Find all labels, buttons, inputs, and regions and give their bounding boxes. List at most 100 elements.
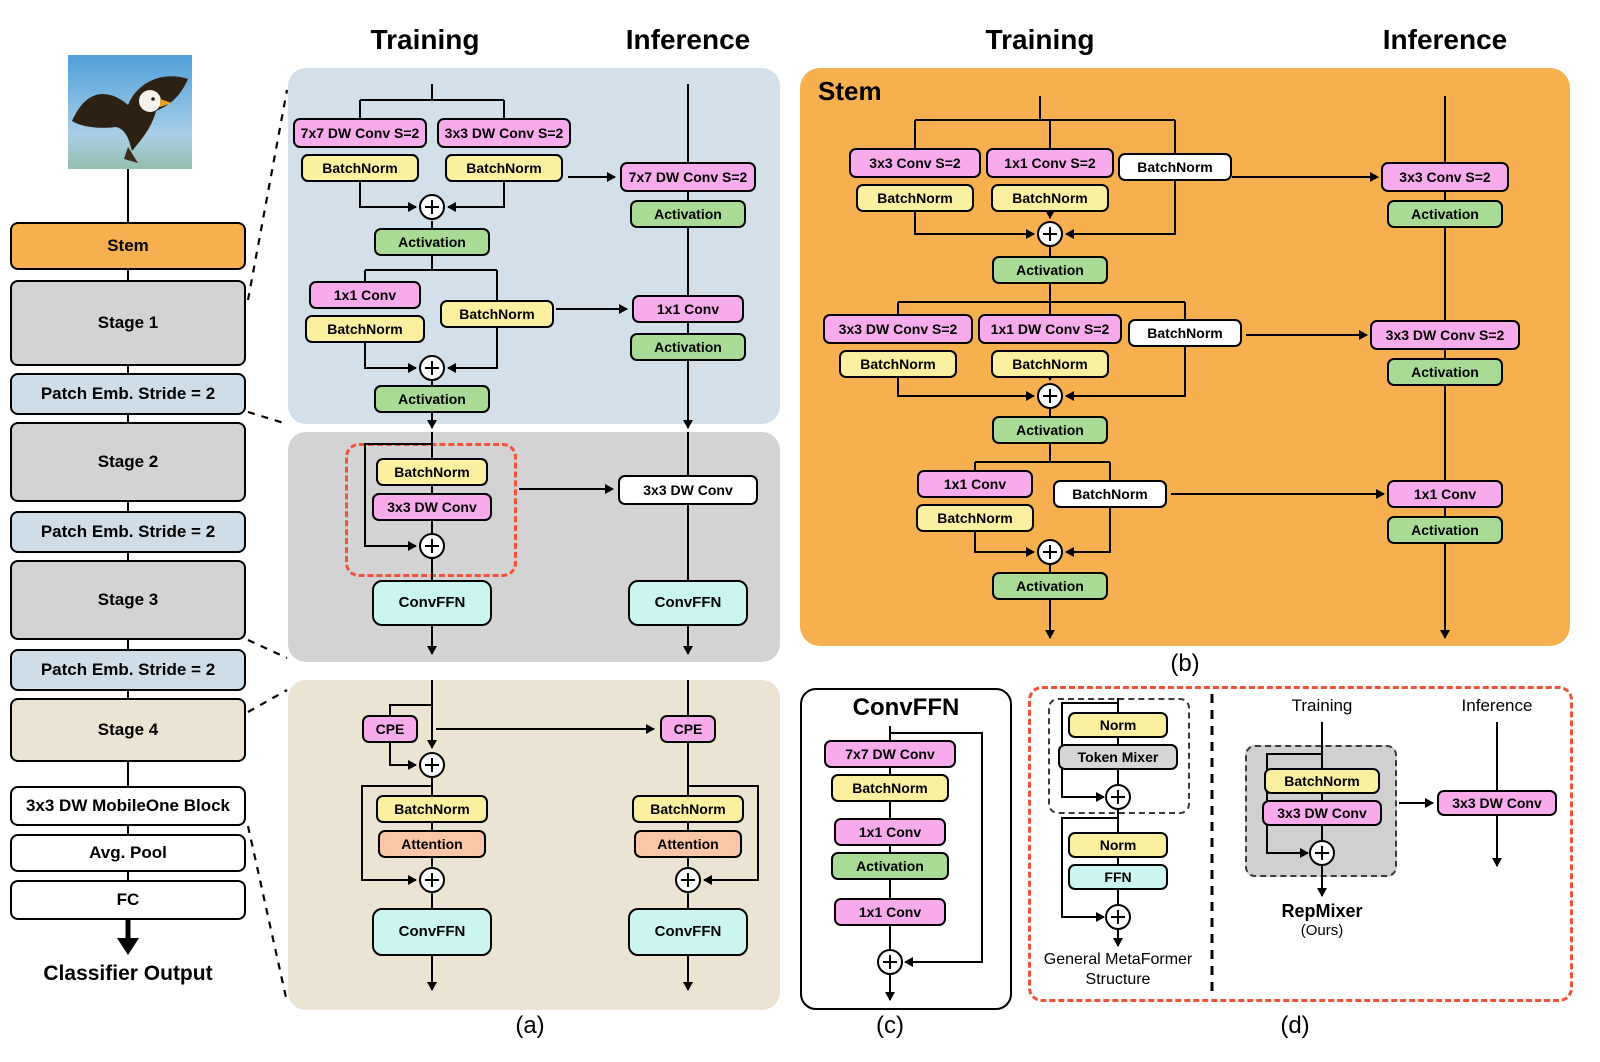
add-icon (1037, 221, 1063, 247)
a1-infer-activation1-node: Activation (630, 200, 746, 228)
a2-infer-convffn-node: ConvFFN (628, 580, 748, 626)
left-block-stage1: Stage 1 (10, 280, 246, 366)
classifier-output-label: Classifier Output (43, 962, 213, 985)
panel-b-stem-title: Stem (818, 76, 882, 106)
add-icon (419, 752, 445, 778)
d-metaformer-norm1-node: Norm (1068, 712, 1168, 738)
repmixer-name-sub: (Ours) (1300, 922, 1344, 939)
b-train-r3-batchnorm-node: BatchNorm (916, 504, 1034, 532)
add-icon (1309, 840, 1335, 866)
b-train-r3-activation-node: Activation (992, 572, 1108, 600)
add-icon (877, 949, 903, 975)
b-train-r2-activation-node: Activation (992, 416, 1108, 444)
caption-a: (a) (515, 1012, 545, 1039)
b-infer-r3-activation-node: Activation (1387, 516, 1503, 544)
d-repmixer-infer-3x3-dw-conv-node: 3x3 DW Conv (1437, 790, 1557, 816)
add-icon (1037, 383, 1063, 409)
a2-train-batchnorm-node: BatchNorm (376, 458, 488, 486)
a3-infer-attention-node: Attention (634, 830, 742, 858)
a3-train-convffn-node: ConvFFN (372, 908, 492, 956)
left-block-patch-emb-1: Patch Emb. Stride = 2 (10, 373, 246, 415)
b-train-r2-batchnorm-b-node: BatchNorm (991, 350, 1109, 378)
eagle-illustration (68, 55, 192, 169)
input-image-eagle (68, 55, 192, 169)
left-block-avg-pool: Avg. Pool (10, 834, 246, 872)
b-infer-r3-1x1-conv-node: 1x1 Conv (1387, 480, 1503, 508)
left-block-fc: FC (10, 880, 246, 920)
c-batchnorm-node: BatchNorm (831, 774, 949, 802)
a1-train-activation2-node: Activation (374, 385, 490, 413)
b-train-r1-batchnorm-skip-node: BatchNorm (1118, 153, 1232, 181)
add-icon (419, 533, 445, 559)
b-train-r1-batchnorm-a-node: BatchNorm (856, 184, 974, 212)
b-train-r2-3x3-dw-conv-node: 3x3 DW Conv S=2 (823, 314, 973, 344)
b-train-r3-1x1-conv-node: 1x1 Conv (917, 470, 1033, 498)
a1-infer-1x1-conv-node: 1x1 Conv (632, 295, 744, 323)
d-repmixer-3x3-dw-conv-node: 3x3 DW Conv (1262, 800, 1382, 826)
b-train-r2-batchnorm-skip-node: BatchNorm (1128, 319, 1242, 347)
panel-c-title: ConvFFN (852, 694, 960, 721)
left-block-patch-emb-2: Patch Emb. Stride = 2 (10, 511, 246, 553)
d-inference-label: Inference (1461, 696, 1533, 715)
d-metaformer-ffn-node: FFN (1068, 864, 1168, 890)
add-icon (419, 355, 445, 381)
caption-d: (d) (1280, 1012, 1310, 1039)
b-infer-r1-3x3-conv-node: 3x3 Conv S=2 (1381, 162, 1509, 192)
a3-train-batchnorm-node: BatchNorm (376, 795, 488, 823)
add-icon (1105, 784, 1131, 810)
left-block-mobileone: 3x3 DW MobileOne Block (10, 786, 246, 826)
b-infer-r1-activation-node: Activation (1387, 200, 1503, 228)
a3-infer-convffn-node: ConvFFN (628, 908, 748, 956)
a1-train-3x3-dw-conv-node: 3x3 DW Conv S=2 (437, 118, 571, 148)
d-repmixer-batchnorm-node: BatchNorm (1264, 768, 1380, 794)
a3-infer-cpe-node: CPE (660, 715, 716, 743)
d-metaformer-token-mixer-node: Token Mixer (1058, 744, 1178, 770)
a3-infer-batchnorm-node: BatchNorm (632, 795, 744, 823)
c-1x1-conv-b-node: 1x1 Conv (834, 898, 946, 926)
b-train-r1-1x1-conv-node: 1x1 Conv S=2 (986, 148, 1114, 178)
b-train-r1-3x3-conv-node: 3x3 Conv S=2 (849, 148, 981, 178)
panel-a-training-header: Training (370, 24, 480, 55)
repmixer-name: RepMixer (1281, 901, 1363, 921)
b-train-r1-batchnorm-b-node: BatchNorm (991, 184, 1109, 212)
a1-train-1x1-conv-node: 1x1 Conv (309, 281, 421, 309)
metaformer-caption: General MetaFormer Structure (1028, 950, 1208, 990)
b-train-r3-batchnorm-skip-node: BatchNorm (1053, 480, 1167, 508)
a1-infer-activation2-node: Activation (630, 333, 746, 361)
a2-infer-3x3-dw-conv-node: 3x3 DW Conv (618, 475, 758, 505)
c-1x1-conv-a-node: 1x1 Conv (834, 818, 946, 846)
a1-train-7x7-dw-conv-node: 7x7 DW Conv S=2 (293, 118, 427, 148)
panel-a-inference-header: Inference (625, 24, 751, 55)
left-block-patch-emb-3: Patch Emb. Stride = 2 (10, 649, 246, 691)
add-icon (419, 194, 445, 220)
d-training-label: Training (1291, 696, 1353, 715)
panel-b-training-header: Training (985, 24, 1095, 55)
caption-b: (b) (1170, 650, 1200, 677)
a2-train-convffn-node: ConvFFN (372, 580, 492, 626)
a2-train-3x3-dw-conv-node: 3x3 DW Conv (372, 493, 492, 521)
a1-train-batchnorm3-node: BatchNorm (305, 315, 425, 343)
a3-train-cpe-node: CPE (362, 715, 418, 743)
metaformer-caption-line2: Structure (1085, 971, 1151, 988)
left-block-stage3: Stage 3 (10, 560, 246, 640)
left-block-stage4: Stage 4 (10, 698, 246, 762)
d-metaformer-norm2-node: Norm (1068, 832, 1168, 858)
c-7x7-dw-conv-node: 7x7 DW Conv (824, 740, 956, 768)
b-infer-r2-3x3-dw-conv-node: 3x3 DW Conv S=2 (1370, 320, 1520, 350)
add-icon (1105, 904, 1131, 930)
add-icon (419, 867, 445, 893)
panel-b-inference-header: Inference (1382, 24, 1508, 55)
a1-train-batchnorm1-node: BatchNorm (301, 154, 419, 182)
b-train-r1-activation-node: Activation (992, 256, 1108, 284)
left-block-stem: Stem (10, 222, 246, 270)
c-activation-node: Activation (831, 852, 949, 880)
add-icon (675, 867, 701, 893)
b-train-r2-batchnorm-a-node: BatchNorm (839, 350, 957, 378)
metaformer-caption-line1: General MetaFormer (1043, 951, 1193, 968)
a1-train-batchnorm-skip-node: BatchNorm (440, 300, 554, 328)
a3-train-attention-node: Attention (378, 830, 486, 858)
caption-c: (c) (876, 1012, 904, 1039)
b-train-r2-1x1-dw-conv-node: 1x1 DW Conv S=2 (978, 314, 1122, 344)
